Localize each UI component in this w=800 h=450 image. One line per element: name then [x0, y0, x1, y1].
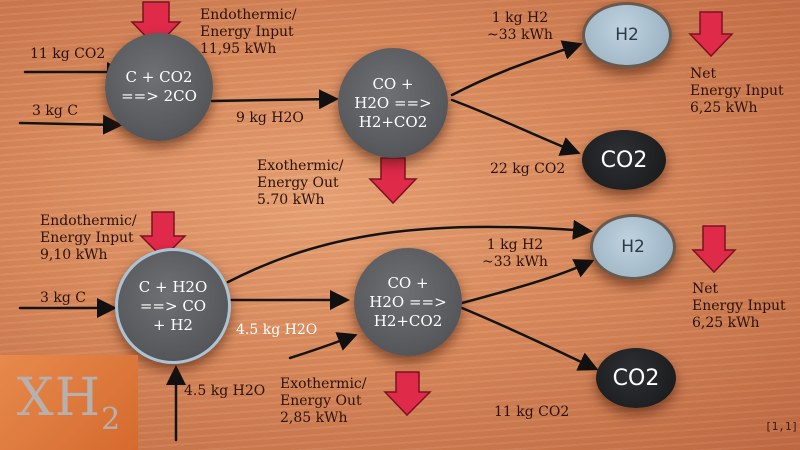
- h2-output-label-2: 1 kg H2 ~33 kWh: [482, 237, 548, 271]
- energy-line: 2,85 kWh: [280, 410, 348, 426]
- energy-line: Endothermic/: [200, 7, 297, 23]
- co2-product-ball-2: CO2: [596, 348, 676, 408]
- energy-arrow-5: [383, 371, 432, 417]
- energy-line: Energy Out: [257, 175, 339, 191]
- reactor-line: C + H2O: [138, 277, 208, 296]
- logo-text: XH2: [17, 368, 121, 437]
- input-co2-label: 11 kg CO2: [30, 46, 106, 62]
- reactor-line: H2+CO2: [358, 112, 428, 131]
- arrow-to-h2: [450, 40, 583, 97]
- energy-line: Exothermic/: [280, 376, 367, 392]
- h2-product-ball: H2: [582, 2, 672, 68]
- h2-output-label-1: 1 kg H2 ~33 kWh: [487, 10, 553, 44]
- corner-mark: [1,1]: [765, 420, 799, 433]
- arrow-long-to-h2: [226, 219, 593, 284]
- energy-out-label-2: Exothermic/ Energy Out 2,85 kWh: [280, 376, 366, 427]
- co2-output-label-1: 22 kg CO2: [490, 161, 566, 177]
- output-line: ~33 kWh: [482, 254, 548, 270]
- energy-arrow-4: [139, 211, 187, 260]
- energy-line: Endothermic/: [40, 213, 137, 229]
- reactor-line: H2+CO2: [373, 311, 443, 330]
- water-input-label: 9 kg H2O: [236, 110, 304, 126]
- energy-line: 9,10 kWh: [40, 247, 108, 263]
- net-line: 6,25 kWh: [690, 100, 758, 116]
- energy-input-label-2: Endothermic/ Energy Input 9,10 kWh: [40, 213, 137, 264]
- net-line: Energy Input: [690, 83, 784, 99]
- energy-line: 5.70 kWh: [257, 192, 325, 208]
- arrow-water-in-2: [288, 332, 358, 360]
- reactor-line: + H2: [153, 315, 193, 334]
- energy-arrow-3: [688, 11, 734, 58]
- reactor-water-gas-shift-2: CO + H2O ==> H2+CO2: [354, 248, 462, 356]
- water-mid-label: 4.5 kg H2O: [236, 322, 318, 338]
- carbon-input-label-2: 3 kg C: [40, 290, 86, 306]
- energy-line: Exothermic/: [257, 158, 344, 174]
- reactor-line: C + CO2: [125, 68, 193, 86]
- co2-output-label-2: 11 kg CO2: [494, 404, 570, 420]
- net-line: Net: [692, 281, 719, 297]
- arrow-to-co2: [450, 98, 581, 156]
- co2-product-ball: CO2: [582, 130, 666, 190]
- energy-line: Energy Out: [280, 393, 362, 409]
- h2-product-ball-2: H2: [590, 214, 676, 280]
- energy-input-label-1: Endothermic/ Energy Input 11,95 kWh: [200, 7, 297, 58]
- arrow-to-co2-2: [460, 306, 599, 371]
- arrow-carbon-in: [18, 114, 123, 135]
- xh2-logo: XH2: [0, 355, 138, 450]
- net-energy-label-2: Net Energy Input 6,25 kWh: [692, 281, 786, 332]
- energy-arrow-2: [368, 157, 418, 205]
- arrow-to-h2-2: [460, 259, 595, 305]
- logo-main: XH: [16, 368, 102, 428]
- reactor-boudouard: C + CO2 ==> 2CO: [105, 33, 213, 141]
- output-line: ~33 kWh: [487, 27, 553, 43]
- energy-line: Energy Input: [200, 24, 294, 40]
- water-input-label-2: 4.5 kg H2O: [184, 383, 266, 399]
- net-line: Energy Input: [692, 298, 786, 314]
- arrow-r1-to-r2: [210, 89, 339, 110]
- energy-line: Energy Input: [40, 230, 134, 246]
- output-line: 1 kg H2: [491, 10, 549, 26]
- reactor-steam-gasification: C + H2O ==> CO + H2: [115, 248, 231, 364]
- energy-out-label-1: Exothermic/ Energy Out 5.70 kWh: [257, 158, 343, 209]
- reactor-water-gas-shift-1: CO + H2O ==> H2+CO2: [338, 48, 448, 158]
- energy-arrow-6: [691, 225, 737, 274]
- logo-subscript: 2: [101, 402, 122, 437]
- output-line: 1 kg H2: [486, 237, 544, 253]
- reactor-line: CO +: [387, 273, 429, 292]
- net-energy-label-1: Net Energy Input 6,25 kWh: [690, 66, 784, 117]
- input-carbon-label: 3 kg C: [32, 103, 78, 119]
- net-line: 6,25 kWh: [692, 315, 760, 331]
- reactor-line: ==> 2CO: [121, 87, 197, 105]
- reactor-line: ==> CO: [139, 296, 207, 315]
- net-line: Net: [690, 66, 717, 82]
- reactor-line: H2O ==>: [369, 292, 447, 311]
- reactor-line: CO +: [372, 74, 414, 93]
- reactor-line: H2O ==>: [354, 93, 432, 112]
- energy-line: 11,95 kWh: [200, 41, 277, 57]
